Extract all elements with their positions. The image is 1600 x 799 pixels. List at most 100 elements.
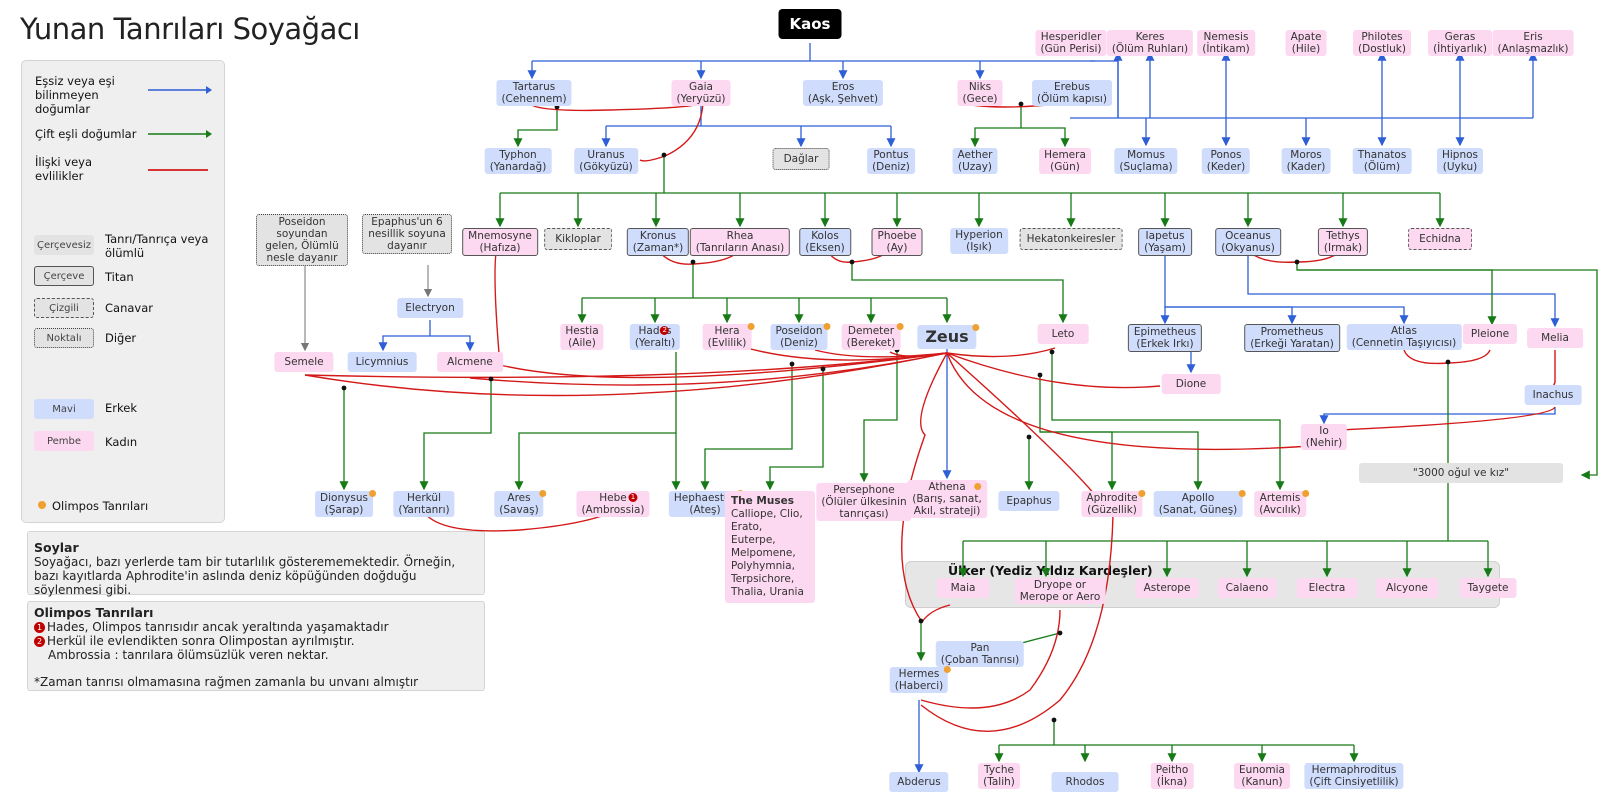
node-hestia[interactable]: Hestia(Aile): [560, 324, 604, 350]
node-dionysus[interactable]: Dionysus(Şarap): [315, 490, 376, 517]
node-athena-label: Athena(Barış, sanat,Akıl, strateji): [912, 481, 982, 517]
legend-single-birth-label: Eşsiz veya eşi bilinmeyen doğumlar: [35, 74, 115, 116]
node-hermes[interactable]: Hermes(Haberci): [889, 666, 952, 693]
node-poseidon[interactable]: Poseidon(Deniz): [770, 323, 831, 350]
note-epaphus-lineage: Epaphus'un 6 nesillik soyuna dayanır: [362, 214, 452, 254]
node-rhea[interactable]: Rhea(Tanrıların Anası): [689, 228, 791, 256]
node-phoebe[interactable]: Phoebe(Ay): [871, 228, 923, 256]
node-hades[interactable]: Hades(Yeraltı)2: [629, 324, 681, 350]
note-1-badge-icon: 1: [628, 493, 638, 502]
olympian-dot-icon: [1238, 490, 1246, 497]
legend-titan-label: Titan: [105, 270, 134, 284]
page-title: Yunan Tanrıları Soyağacı: [20, 12, 360, 46]
note-number-1-icon: 1: [34, 622, 45, 633]
node-kikloplar[interactable]: Kikloplar: [544, 228, 612, 250]
olympian-dot-icon: [944, 666, 952, 673]
node-io[interactable]: Io(Nehir): [1300, 424, 1348, 450]
node-demeter-label: Demeter(Bereket): [846, 325, 896, 349]
node-muses[interactable]: The Muses Calliope, Clio, Erato, Euterpe…: [725, 491, 815, 603]
node-nemesis[interactable]: Nemesis(İntikam): [1197, 30, 1255, 56]
node-pan[interactable]: Pan(Çoban Tanrısı): [935, 641, 1025, 667]
node-epimetheus[interactable]: Epimetheus(Erkek Irkı): [1127, 324, 1203, 352]
node-zeus[interactable]: Zeus: [917, 324, 980, 349]
node-abderus[interactable]: Abderus: [889, 772, 949, 792]
legend-female-label: Kadın: [105, 435, 138, 449]
node-aether[interactable]: Aether(Uzay): [952, 148, 998, 174]
node-electra[interactable]: Electra: [1296, 578, 1358, 598]
node-eunomia[interactable]: Eunomia(Kanun): [1234, 763, 1290, 789]
node-hyperion[interactable]: Hyperion(Işık): [950, 228, 1008, 254]
node-calaeno[interactable]: Calaeno: [1217, 578, 1277, 598]
node-demeter[interactable]: Demeter(Bereket): [841, 323, 904, 350]
node-tyche[interactable]: Tyche(Talih): [978, 763, 1020, 789]
node-kolos[interactable]: Kolos(Eksen): [799, 228, 851, 256]
node-momus[interactable]: Momus(Suçlama): [1114, 148, 1178, 174]
node-epaphus[interactable]: Epaphus: [998, 491, 1060, 511]
node-apate[interactable]: Apate(Hile): [1285, 30, 1327, 56]
legend-swatch-male: Mavi: [34, 399, 94, 419]
node-maia[interactable]: Maia: [936, 578, 990, 598]
node-eris[interactable]: Eris(Anlaşmazlık): [1492, 30, 1574, 56]
node-hermaphroditus[interactable]: Hermaphroditus(Çift Cinsiyetlilik): [1304, 763, 1404, 789]
node-moros[interactable]: Moros(Kader): [1281, 148, 1331, 174]
node-herkul[interactable]: Herkül(Yarıtanrı): [393, 491, 455, 517]
node-keres[interactable]: Keres(Ölüm Ruhları): [1106, 30, 1194, 56]
node-kaos[interactable]: Kaos: [778, 9, 842, 39]
node-tartarus[interactable]: Tartarus(Cehennem): [496, 80, 572, 106]
node-rhodos[interactable]: Rhodos: [1051, 772, 1119, 792]
node-uranus[interactable]: Uranus(Gökyüzü): [574, 148, 638, 174]
olympian-note-3: Ambrossia : tanrılara ölümsüzlük veren n…: [48, 648, 329, 662]
node-semele[interactable]: Semele: [274, 352, 334, 372]
node-hebe[interactable]: Hebe(Ambrossia)1: [576, 491, 650, 517]
node-tethys[interactable]: Tethys(Irmak): [1317, 228, 1369, 256]
node-peitho[interactable]: Peitho(İkna): [1150, 763, 1194, 789]
node-niks[interactable]: Niks(Gece): [957, 80, 1003, 106]
node-licymnius[interactable]: Licymnius: [347, 352, 417, 372]
node-philotes[interactable]: Philotes(Dostluk): [1353, 30, 1411, 56]
node-alcyone[interactable]: Alcyone: [1376, 578, 1438, 598]
node-atlas[interactable]: Atlas(Cennetin Taşıyıcısı): [1346, 324, 1462, 350]
node-pleione[interactable]: Pleione: [1462, 324, 1518, 344]
olympian-dot-icon: [896, 323, 904, 330]
node-mnemosyne[interactable]: Mnemosyne(Hafıza): [462, 228, 538, 256]
node-eros[interactable]: Eros(Aşk, Şehvet): [802, 80, 884, 106]
node-pontus[interactable]: Pontus(Deniz): [867, 148, 915, 174]
node-oceanus[interactable]: Oceanus(Okyanus): [1215, 228, 1281, 256]
node-thanatos[interactable]: Thanatos(Ölüm): [1352, 148, 1412, 174]
node-taygete[interactable]: Taygete: [1459, 578, 1517, 598]
node-dione[interactable]: Dione: [1161, 374, 1221, 394]
node-echidna[interactable]: Echidna: [1408, 228, 1472, 250]
node-kronus[interactable]: Kronus(Zaman*): [626, 228, 690, 256]
node-artemis[interactable]: Artemis(Avcılık): [1254, 490, 1309, 517]
node-alcmene[interactable]: Alcmene: [437, 352, 503, 372]
node-athena[interactable]: Athena(Barış, sanat,Akıl, strateji): [907, 480, 987, 518]
node-erebus[interactable]: Erebus(Ölüm kapısı): [1032, 80, 1112, 106]
node-melia[interactable]: Melia: [1527, 328, 1583, 348]
node-apollo[interactable]: Apollo(Sanat, Güneş): [1153, 490, 1246, 517]
node-ares[interactable]: Ares(Savaş): [494, 490, 547, 517]
node-leto[interactable]: Leto: [1037, 324, 1089, 344]
node-hipnos[interactable]: Hipnos(Uyku): [1436, 148, 1484, 174]
node-hemera[interactable]: Hemera(Gün): [1039, 148, 1091, 174]
node-hekatonkeiresler[interactable]: Hekatonkeiresler: [1019, 228, 1123, 250]
node-daglar[interactable]: Dağlar: [772, 148, 830, 170]
olympian-dot-icon: [368, 490, 376, 497]
node-hera[interactable]: Hera(Evlilik): [702, 323, 755, 350]
node-geras[interactable]: Geras(İhtiyarlık): [1428, 30, 1492, 56]
node-gaia[interactable]: Gaia(Yeryüzü): [671, 80, 731, 106]
node-3000-children[interactable]: "3000 oğul ve kız": [1359, 463, 1563, 483]
dual-birth-lines: [339, 104, 1598, 761]
node-prometheus[interactable]: Prometheus(Erkeği Yaratan): [1244, 324, 1340, 352]
node-aphrodite[interactable]: Aphrodite(Güzellik): [1081, 490, 1146, 517]
node-typhon[interactable]: Typhon(Yanardağ): [484, 148, 552, 174]
node-asterope[interactable]: Asterope: [1135, 578, 1199, 598]
node-inachus[interactable]: Inachus: [1524, 385, 1582, 405]
node-iapetus[interactable]: Iapetus(Yaşam): [1138, 228, 1192, 256]
legend-panel: Eşsiz veya eşi bilinmeyen doğumlar Çift …: [21, 60, 225, 523]
node-electryon[interactable]: Electryon: [397, 298, 463, 318]
node-hesperidler[interactable]: Hesperidler(Gün Perisi): [1035, 30, 1107, 56]
node-ponos[interactable]: Ponos(Keder): [1201, 148, 1251, 174]
